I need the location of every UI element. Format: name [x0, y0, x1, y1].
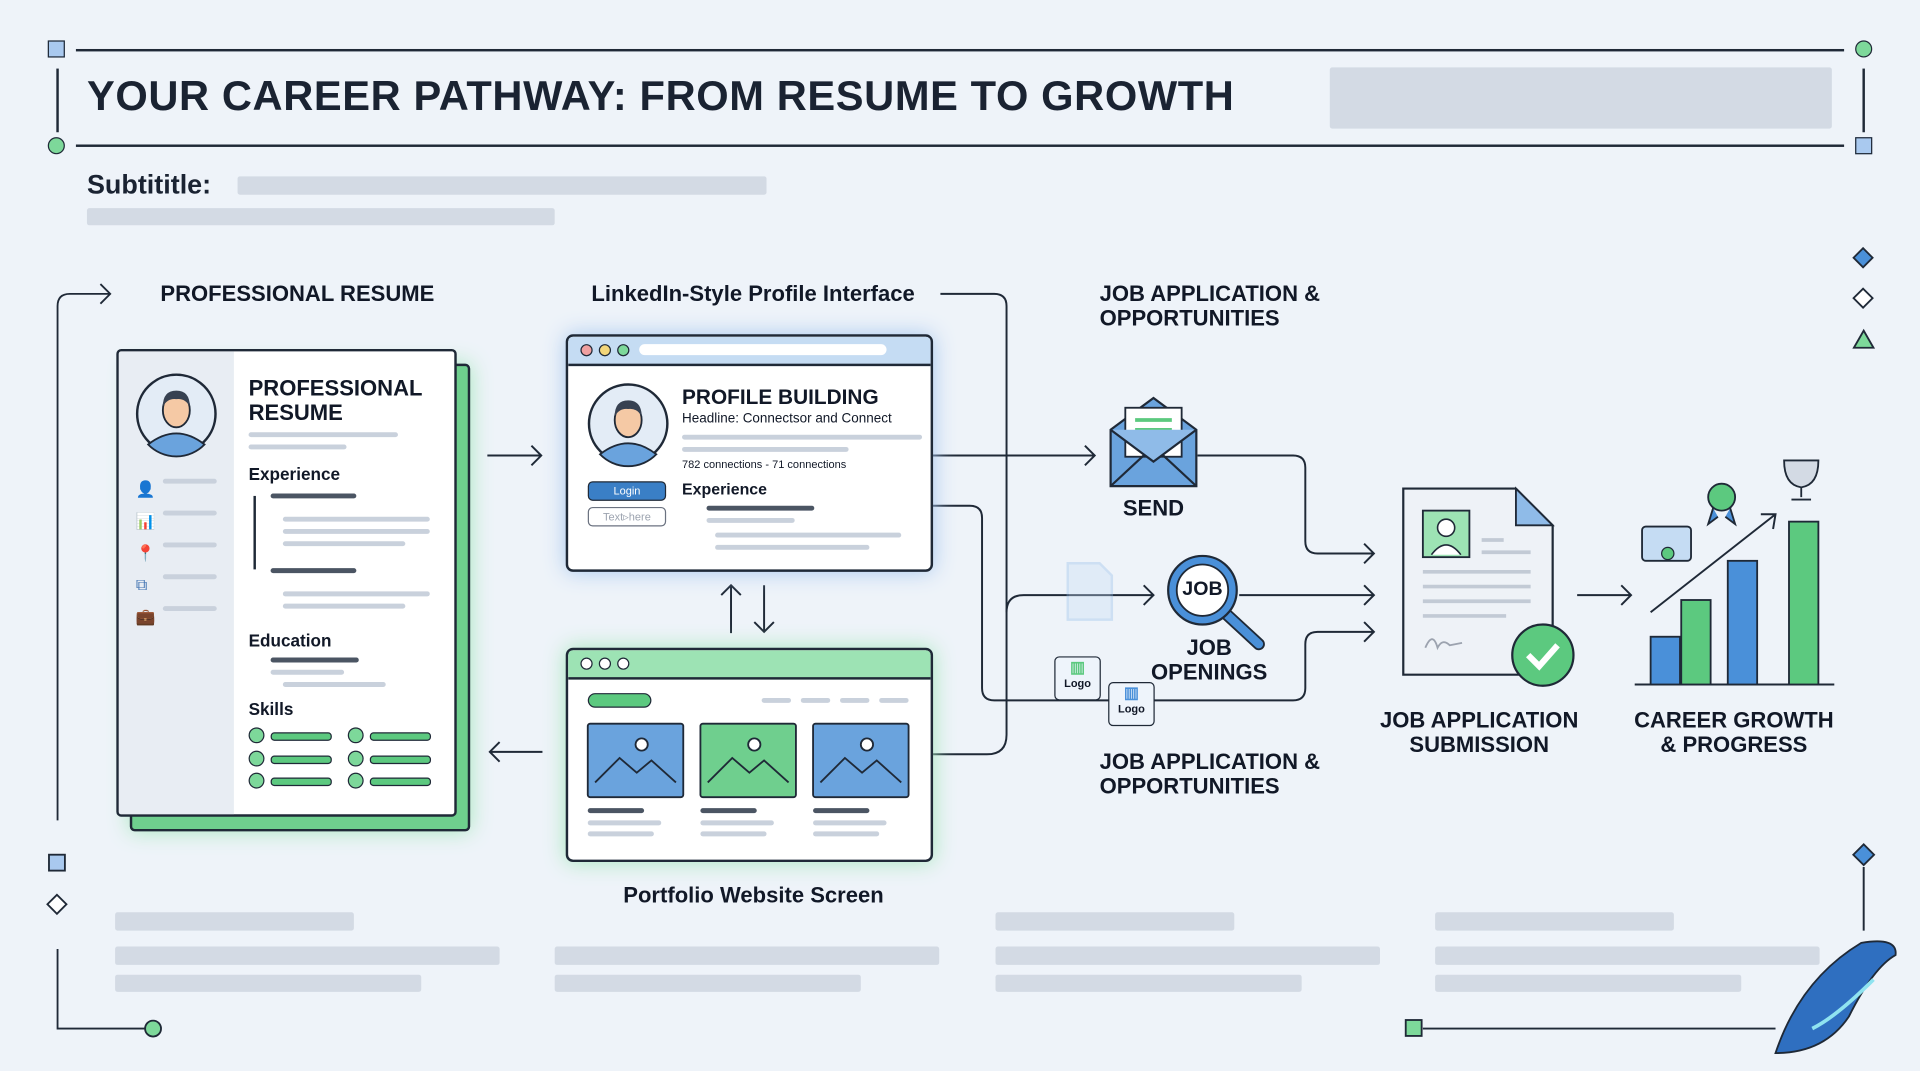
jobs-bottom-label: JOB APPLICATION & OPPORTUNITIES — [1099, 749, 1321, 799]
growth-label: CAREER GROWTH & PROGRESS — [1634, 707, 1834, 757]
logo-text: Logo — [1064, 677, 1092, 690]
growth-chart-icon — [1641, 459, 1820, 686]
subtitle-placeholder — [237, 176, 767, 195]
profile-headline: Headline: Connectsor and Connect — [682, 411, 892, 427]
portfolio-window — [565, 647, 934, 863]
portfolio-section-label: Portfolio Website Screen — [623, 882, 884, 908]
send-label: SEND — [1122, 495, 1185, 521]
check-icon — [248, 750, 265, 767]
profile-connections: 782 connections - 71 connections — [682, 457, 847, 471]
growth-bar — [1788, 520, 1820, 686]
company-logo-card[interactable]: ▥Logo — [1108, 682, 1155, 727]
check-icon — [347, 772, 364, 789]
subtitle-label: Subtititle: — [86, 168, 212, 200]
envelope-icon — [1109, 396, 1198, 488]
avatar-icon — [587, 383, 669, 468]
job-badge: JOB — [1182, 579, 1223, 601]
title-placeholder — [1329, 67, 1832, 129]
check-icon — [347, 750, 364, 767]
resume-card: PROFESSIONAL RESUME Experience 👤 📊 📍 ⧉ 💼 Edu… — [116, 348, 457, 817]
briefcase-icon: 💼 — [135, 607, 156, 626]
resume-card-title: PROFESSIONAL RESUME — [248, 375, 423, 425]
share-icon: ⧉ — [135, 575, 148, 594]
check-icon — [248, 727, 265, 744]
check-icon — [248, 772, 265, 789]
left-bracket-connector — [46, 283, 162, 1038]
image-gallery — [586, 722, 910, 799]
profile-window: PROFILE BUILDING Headline: Connectsor an… — [565, 334, 934, 572]
chart-icon: 📊 — [135, 511, 156, 531]
resume-section-label: PROFESSIONAL RESUME — [160, 281, 435, 307]
jobs-top-label: JOB APPLICATION & OPPORTUNITIES — [1099, 281, 1321, 331]
page-title: YOUR CAREER PATHWAY: FROM RESUME TO GROW… — [86, 73, 1235, 121]
square-marker — [47, 40, 65, 58]
application-document-icon — [1402, 486, 1575, 687]
growth-bar — [1680, 599, 1712, 686]
login-button[interactable]: Login — [587, 481, 667, 501]
circle-marker — [1855, 40, 1873, 58]
experience-heading: Experience — [248, 464, 341, 484]
profile-experience-heading: Experience — [682, 480, 767, 499]
check-icon — [347, 727, 364, 744]
growth-bar — [1649, 635, 1681, 686]
profile-title: PROFILE BUILDING — [682, 385, 879, 409]
frame-right-line — [1862, 68, 1865, 133]
subtitle-placeholder — [86, 208, 555, 226]
magnifier-icon — [1167, 554, 1265, 651]
orca-logo-icon — [1774, 940, 1897, 1054]
growth-bar — [1726, 559, 1759, 686]
text-input[interactable]: Text▹here — [587, 506, 667, 527]
circle-marker — [47, 137, 65, 155]
job-openings-label: JOB OPENINGS — [1151, 635, 1268, 685]
submission-label: JOB APPLICATION SUBMISSION — [1379, 707, 1579, 757]
frame-left-line — [56, 68, 59, 133]
location-icon: 📍 — [135, 543, 156, 563]
education-heading: Education — [248, 630, 332, 651]
frame-top-line — [75, 48, 1845, 51]
frame-rule — [75, 144, 1845, 147]
avatar-icon — [135, 373, 217, 458]
sidebar-icons: 👤 📊 📍 ⧉ 💼 — [136, 474, 156, 633]
address-bar[interactable] — [639, 344, 887, 356]
logo-text: Logo — [1117, 702, 1145, 716]
profile-section-label: LinkedIn-Style Profile Interface — [591, 281, 915, 307]
nav-pill[interactable] — [587, 693, 652, 708]
building-icon: ▥ — [1123, 683, 1139, 702]
skills-heading: Skills — [248, 699, 294, 719]
person-icon: 👤 — [135, 480, 156, 499]
building-icon: ▥ — [1070, 657, 1086, 676]
faded-document-icon — [1066, 562, 1114, 621]
square-marker — [1855, 137, 1873, 155]
window-controls — [580, 657, 630, 670]
window-controls — [580, 344, 630, 357]
company-logo-card[interactable]: ▥Logo — [1054, 656, 1101, 701]
shape-markers — [1852, 246, 1876, 349]
